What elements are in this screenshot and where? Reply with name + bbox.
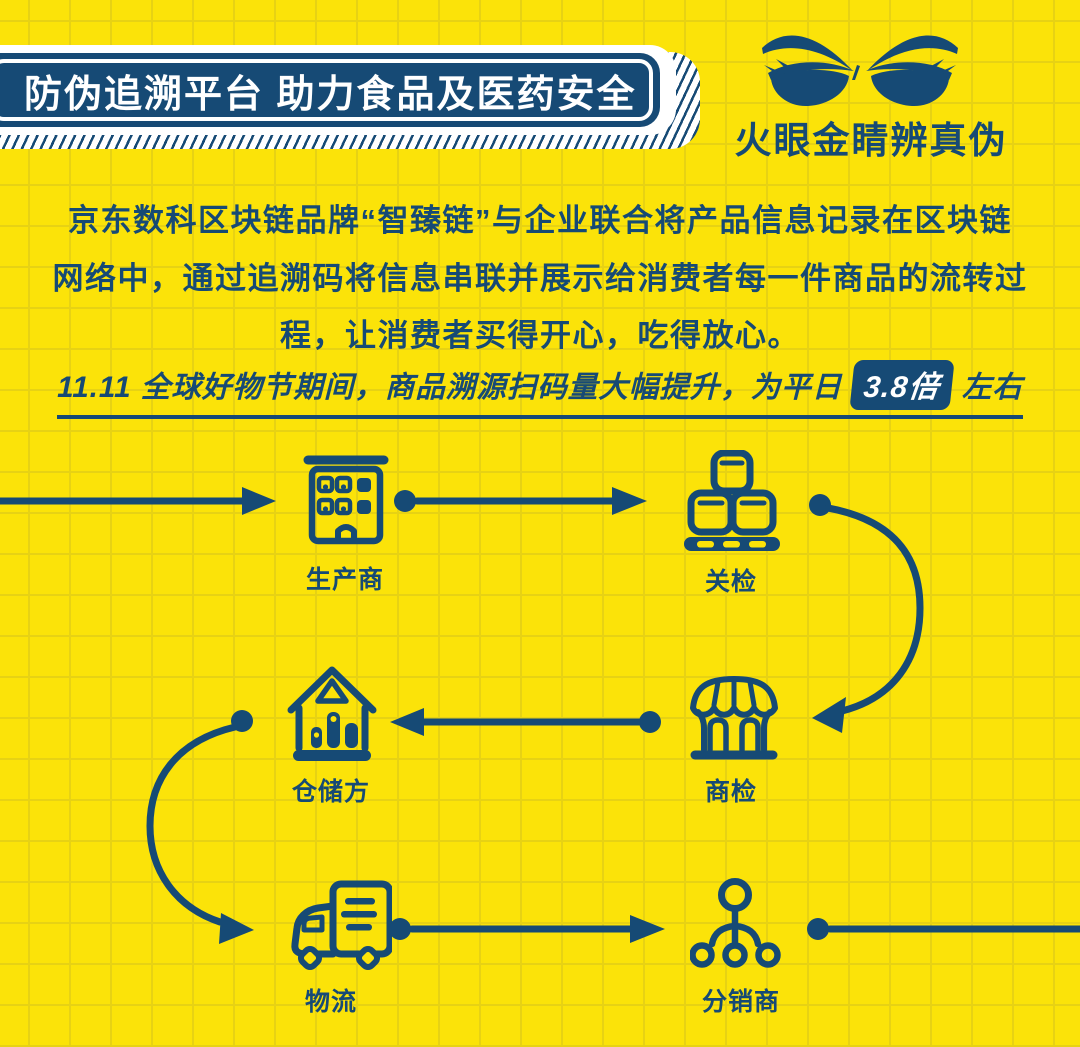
producer-factory-icon — [303, 455, 389, 545]
eyes-illustration-icon — [762, 35, 958, 107]
slogan-text: 火眼金睛辨真伪 — [734, 120, 1008, 161]
connector-dot — [639, 711, 661, 733]
header-banner: 防伪追溯平台 助力食品及医药安全 — [0, 53, 660, 127]
connector-dot — [807, 918, 829, 940]
connector-dot — [809, 494, 831, 516]
node-label-warehouse: 仓储方 — [291, 778, 370, 806]
logistics-truck-icon — [291, 880, 392, 971]
intro-line-2: 网络中，通过追溯码将信息串联并展示给消费者每一件商品的流转过 — [52, 260, 1028, 296]
commodity-storefront-icon — [690, 676, 778, 760]
node-label-distributor: 分销商 — [701, 988, 780, 1016]
node-label-producer: 生产商 — [305, 566, 384, 594]
connector-dot — [394, 490, 416, 512]
intro-line-3: 程，让消费者买得开心，吃得放心。 — [280, 318, 800, 353]
arrow-logistics-to-distributor — [408, 915, 665, 943]
warehouse-house-icon — [287, 666, 377, 761]
curve-warehouse-to-logistics — [146, 723, 254, 944]
customs-boxes-icon — [684, 450, 780, 551]
highlight-prefix: 11.11 全球好物节期间，商品溯源扫码量大幅提升，为平日 — [57, 371, 843, 404]
connector-dot — [389, 918, 411, 940]
arrow-commodity-to-warehouse — [390, 708, 643, 736]
intro-line-1: 京东数科区块链品牌“智臻链”与企业联合将产品信息记录在区块链 — [68, 203, 1012, 238]
distributor-network-icon — [690, 878, 781, 968]
highlight-suffix: 左右 — [961, 371, 1023, 404]
node-label-customs: 关检 — [704, 568, 757, 596]
arrow-producer-to-customs — [413, 487, 647, 515]
page-title: 防伪追溯平台 助力食品及医药安全 — [24, 73, 637, 116]
intro-paragraph: 京东数科区块链品牌“智臻链”与企业联合将产品信息记录在区块链 网络中，通过追溯码… — [0, 192, 1080, 365]
node-label-commodity-inspection: 商检 — [704, 778, 757, 806]
curve-customs-to-commodity — [812, 504, 924, 733]
arrow-entry-to-producer — [0, 487, 276, 515]
node-label-logistics: 物流 — [304, 988, 357, 1016]
